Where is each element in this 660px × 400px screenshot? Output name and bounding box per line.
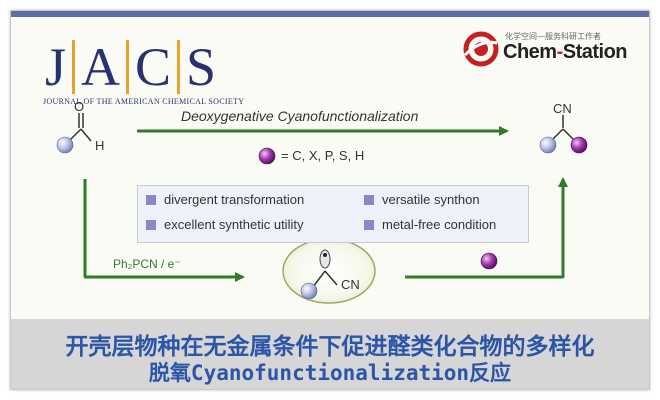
intermediate-bond-cn: [324, 270, 338, 286]
aldehyde-bond-h: [80, 128, 92, 142]
intermediate-cn-label: CN: [341, 277, 360, 292]
journal-name: JOURNAL OF THE AMERICAN CHEMICAL SOCIETY: [43, 97, 245, 106]
caption-line-2-post: 反应: [469, 361, 512, 385]
caption-line-2: 脱氧Cyanofunctionalization反应: [11, 357, 649, 387]
chem-station-name-sep: -: [556, 41, 564, 63]
feature-text: excellent synthetic utility: [164, 217, 304, 232]
feature-text: metal-free condition: [382, 217, 497, 232]
graphical-abstract: J A C S JOURNAL OF THE AMERICAN CHEMICAL…: [10, 10, 650, 390]
jacs-separator: [126, 40, 130, 94]
radical-orbital-icon: [319, 249, 331, 269]
top-accent-bar: [11, 11, 649, 17]
reagent-label: Ph₂PCN / e⁻: [113, 257, 181, 271]
product-bond-right: [562, 128, 576, 142]
substituent-purple-sphere: [258, 147, 276, 165]
caption-band: [11, 319, 649, 389]
radical-intermediate-ellipse: [282, 238, 376, 304]
jacs-logo: J A C S: [41, 37, 220, 97]
jacs-letter-j: J: [45, 37, 67, 97]
jacs-letter-a: A: [81, 37, 121, 97]
product-blue-sphere: [539, 136, 557, 154]
product-cn-label: CN: [553, 101, 572, 116]
aldehyde-hydrogen-label: H: [95, 138, 105, 153]
feature-item: divergent transformation: [146, 192, 304, 207]
chem-station-name-part2: Station: [562, 41, 628, 63]
caption-line-2-pre: 脱氧: [148, 361, 191, 385]
bullet-square-icon: [146, 220, 156, 230]
feature-box: divergent transformation versatile synth…: [137, 185, 529, 243]
feature-text: versatile synthon: [382, 192, 480, 207]
radical-electron-dot: [323, 253, 327, 257]
caption-line-2-mid: Cyanofunctionalization: [190, 361, 470, 385]
intermediate-blue-sphere: [300, 282, 318, 300]
feature-item: excellent synthetic utility: [146, 217, 303, 232]
jacs-separator: [72, 40, 76, 94]
substituent-list: = C, X, P, S, H: [281, 148, 365, 163]
reaction-title: Deoxygenative Cyanofunctionalization: [181, 108, 419, 124]
caption-line-1: 开壳层物种在无金属条件下促进醛类化合物的多样化: [65, 334, 595, 360]
product-purple-sphere: [570, 136, 588, 154]
bullet-square-icon: [364, 220, 374, 230]
chem-station-name: Chem-Station: [503, 41, 628, 64]
aldehyde-blue-sphere: [56, 136, 74, 154]
jacs-letter-s: S: [186, 37, 217, 97]
aldehyde-oxygen-label: O: [74, 99, 85, 114]
feature-item: metal-free condition: [364, 217, 496, 232]
chem-station-name-part1: Chem: [503, 41, 557, 63]
bullet-square-icon: [364, 195, 374, 205]
bullet-square-icon: [146, 195, 156, 205]
feature-item: versatile synthon: [364, 192, 480, 207]
chem-station-tagline: 化学空间—服务科研工作者: [505, 32, 601, 41]
intermediate-bond-r: [312, 270, 326, 288]
reaction-scheme: [56, 113, 588, 304]
aldehyde-bond-r: [68, 128, 82, 142]
chem-station-logo: 化学空间—服务科研工作者 Chem-Station: [461, 29, 641, 69]
chem-station-emblem-icon: [463, 31, 499, 67]
feature-text: divergent transformation: [164, 192, 305, 207]
jacs-separator: [177, 40, 181, 94]
reagent-purple-sphere: [480, 252, 498, 270]
jacs-letter-c: C: [135, 37, 172, 97]
